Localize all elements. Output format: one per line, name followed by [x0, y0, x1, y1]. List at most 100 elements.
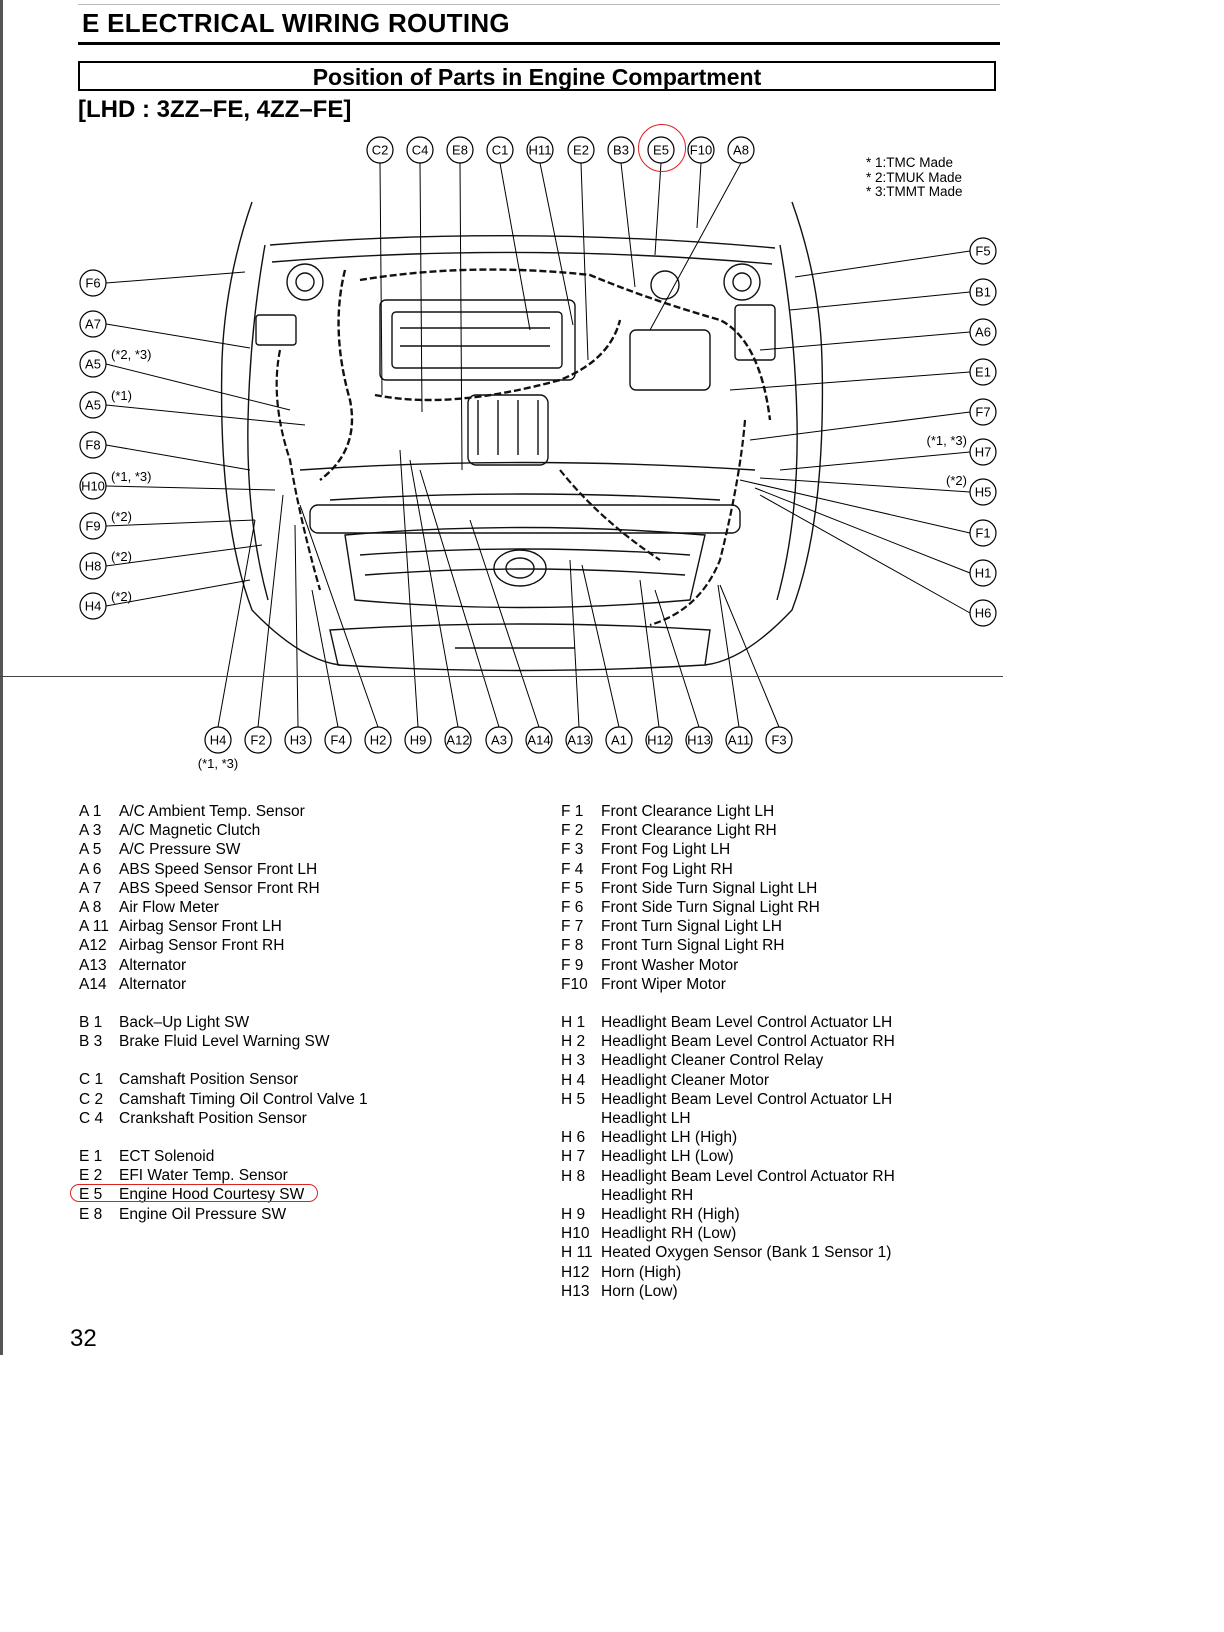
legend-description: ABS Speed Sensor Front LH: [119, 860, 318, 878]
legend-code: A13: [79, 956, 107, 974]
leader-line: [639, 579, 660, 728]
page-title: Position of Parts in Engine Compartment: [312, 64, 762, 90]
legend-code: H 9: [561, 1206, 586, 1224]
callout-code: F3: [771, 733, 786, 748]
legend-description: Headlight Beam Level Control Actuator RH: [601, 1033, 895, 1051]
callout-right-b1: B1: [969, 278, 997, 306]
legend-description: Back–Up Light SW: [119, 1014, 250, 1032]
leader-line: [399, 449, 419, 728]
legend-code: F 8: [561, 937, 584, 955]
legend-code: F 6: [561, 899, 584, 917]
legend-description: A/C Ambient Temp. Sensor: [119, 803, 305, 820]
legend-code: [561, 1109, 601, 1128]
leader-line: [299, 504, 379, 728]
legend-code: H13: [561, 1282, 590, 1300]
leader-line: [105, 323, 251, 349]
callout-left-f9: F9: [79, 512, 107, 540]
section-heading: E ELECTRICAL WIRING ROUTING: [82, 8, 510, 38]
heading-rule: [78, 42, 1000, 45]
callout-code: F1: [975, 526, 990, 541]
callout-code: F8: [85, 438, 100, 453]
callout-right-a6: A6: [969, 318, 997, 346]
callout-top-c1: C1: [486, 136, 514, 164]
callout-bottom-f3: F3: [765, 726, 793, 754]
page-edge-bar: [0, 0, 3, 1355]
legend-row: Headlight LH: [561, 1109, 895, 1128]
leader-line: [719, 584, 780, 728]
callout-code: A14: [527, 733, 550, 748]
callout-right-h6: H6: [969, 599, 997, 627]
callout-code: E1: [975, 365, 991, 380]
callout-top-e8: E8: [446, 136, 474, 164]
callout-code: F7: [975, 405, 990, 420]
callout-code: F9: [85, 519, 100, 534]
legend-row: H 9 Headlight RH (High): [561, 1205, 895, 1224]
leader-line: [419, 162, 423, 413]
legend-description: Engine Hood Courtesy SW: [119, 1186, 305, 1204]
leader-line: [105, 444, 251, 471]
callout-code: F6: [85, 276, 100, 291]
legend-description: Headlight Beam Level Control Actuator LH: [601, 1090, 893, 1108]
legend-description: ABS Speed Sensor Front RH: [119, 879, 320, 897]
leader-line: [779, 451, 971, 471]
legend-code: A 8: [79, 899, 102, 917]
legend-gap: [79, 994, 368, 1013]
legend-description: EFI Water Temp. Sensor: [119, 1167, 288, 1185]
legend-description: Airbag Sensor Front LH: [119, 918, 282, 936]
top-rule: [78, 4, 1000, 5]
callout-right-h5: H5: [969, 478, 997, 506]
callout-code: H12: [647, 733, 671, 748]
callout-bottom-h9: H9: [404, 726, 432, 754]
leader-line: [654, 162, 662, 256]
leader-line: [729, 371, 971, 391]
callout-code: H9: [410, 733, 427, 748]
leader-line: [696, 162, 702, 229]
legend-code: H 4: [561, 1071, 586, 1089]
leader-line: [105, 271, 246, 284]
legend-description: Headlight LH (High): [601, 1129, 738, 1147]
callout-code: H2: [370, 733, 387, 748]
callout-left-a5: A5: [79, 350, 107, 378]
leader-line: [499, 162, 531, 331]
legend-description: Alternator: [119, 975, 187, 993]
legend-code: H 11: [561, 1244, 593, 1262]
legend-code: A12: [79, 937, 107, 955]
leader-line: [105, 363, 291, 411]
callout-bottom-a14: A14: [525, 726, 553, 754]
callout-right-f7: F7: [969, 398, 997, 426]
leader-line: [217, 519, 256, 728]
callout-code: C2: [372, 143, 389, 158]
legend-description: Headlight RH (High): [601, 1206, 740, 1224]
callout-note: (*2): [111, 549, 132, 564]
leader-line: [409, 459, 459, 728]
legend-code: A 3: [79, 822, 102, 840]
leader-line: [539, 162, 574, 326]
leader-line: [789, 291, 971, 311]
leader-lines: [105, 162, 971, 728]
callout-code: A5: [85, 398, 101, 413]
legend-code: E 8: [79, 1205, 103, 1223]
legend-code: A 6: [79, 860, 102, 878]
callout-right-f1: F1: [969, 519, 997, 547]
legend-code: A 5: [79, 841, 102, 859]
legend-description: Headlight Cleaner Control Relay: [601, 1052, 824, 1070]
legend-gap: [79, 1051, 368, 1070]
callout-right-h7: H7: [969, 438, 997, 466]
engine-compartment-drawing: [220, 201, 824, 672]
callout-top-e2: E2: [567, 136, 595, 164]
legend-description: Camshaft Timing Oil Control Valve 1: [119, 1090, 368, 1108]
legend-code: F 9: [561, 956, 584, 974]
